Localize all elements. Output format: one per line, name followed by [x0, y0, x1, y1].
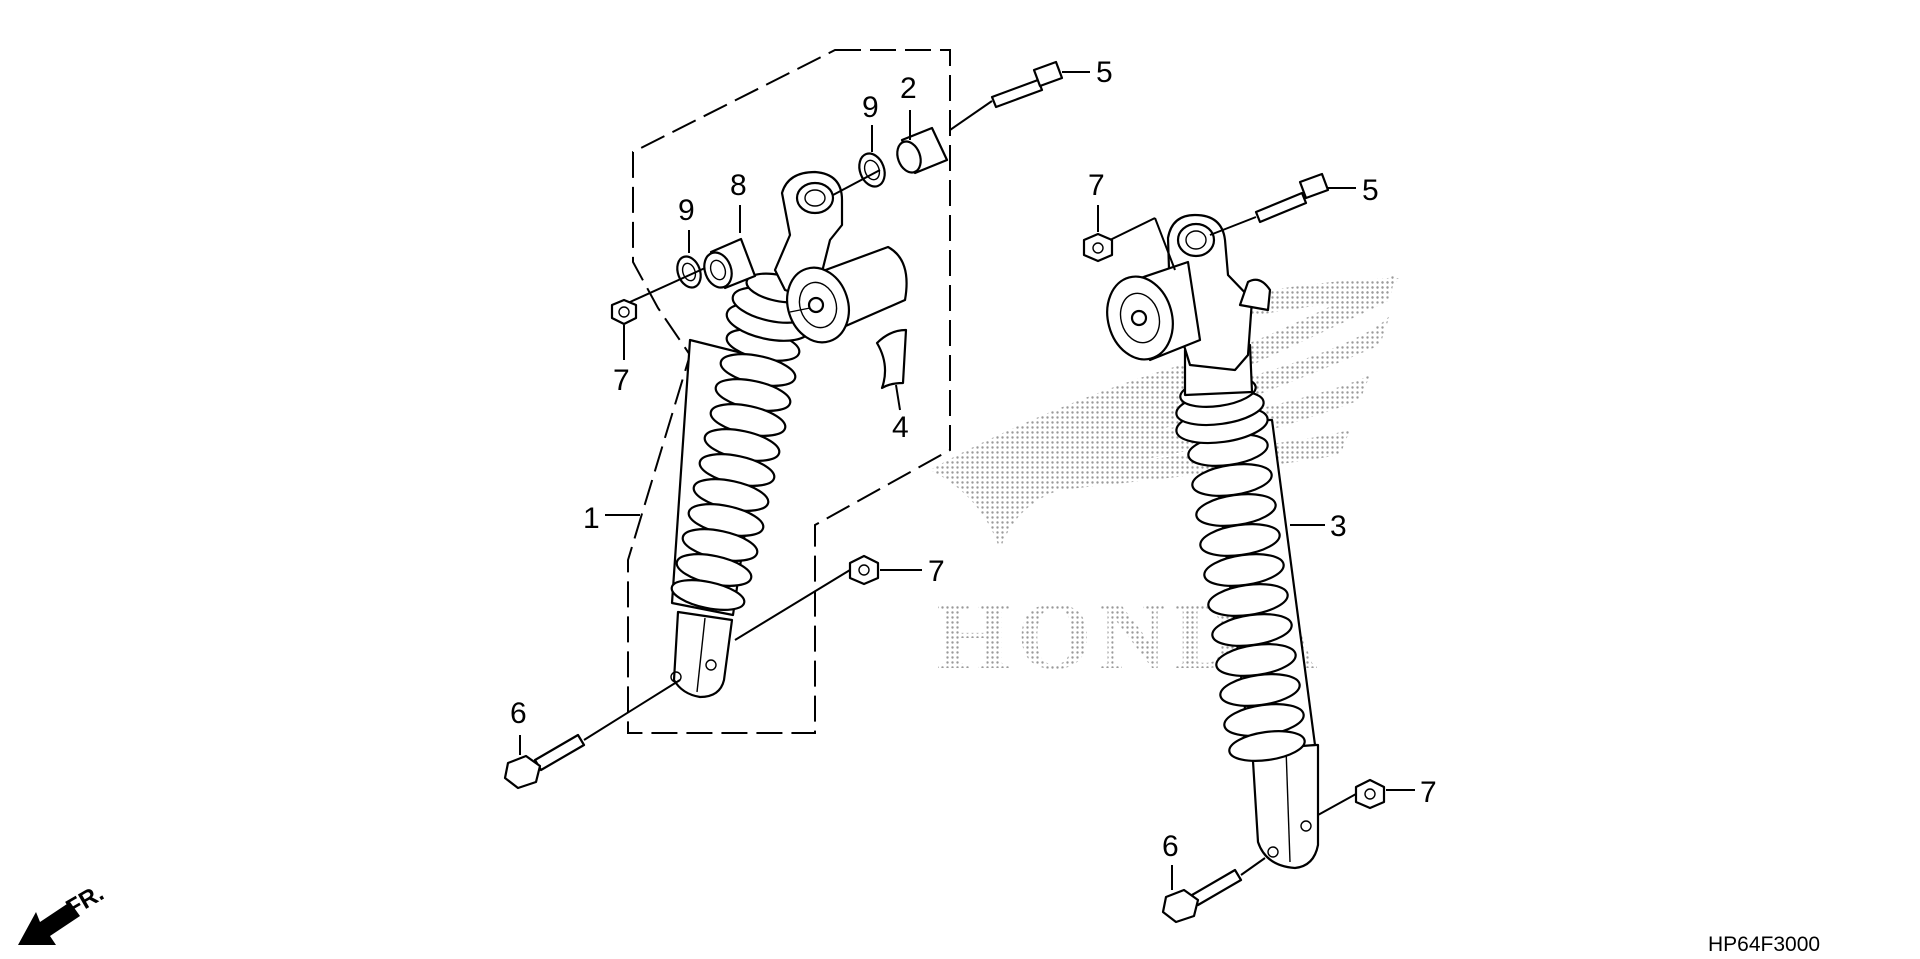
callout-7-top-left: 7: [613, 364, 630, 397]
part-4-label-sticker: [875, 328, 908, 390]
part-7-nut-middle: [848, 554, 880, 586]
part-2-collar: [896, 126, 949, 175]
callout-4: 4: [892, 411, 909, 444]
part-7-nut-right-bottom: [1354, 778, 1386, 810]
callout-6-left: 6: [510, 697, 527, 730]
callout-5-right: 5: [1362, 174, 1379, 207]
callout-2: 2: [900, 72, 917, 105]
part-7-nut-right-top: [1082, 232, 1114, 263]
front-direction-arrow: FR.: [18, 879, 108, 945]
callout-labels: 5 2 9 8 9 7 4 1 7 6 5 7 3 7 6: [510, 56, 1437, 863]
callout-8: 8: [730, 169, 747, 202]
leader-lines: [519, 71, 1415, 890]
callout-9-top: 9: [862, 91, 879, 124]
callout-7-middle: 7: [928, 555, 945, 588]
diagram-code: HP64F3000: [1708, 933, 1820, 956]
part-9-bearing-top: [858, 152, 886, 188]
callout-7-right-top: 7: [1088, 169, 1105, 202]
callout-1: 1: [583, 502, 600, 535]
shock-absorber-left: [670, 170, 908, 699]
part-9-bearing-left: [676, 255, 702, 289]
part-6-bolt-right: [1161, 868, 1243, 924]
callout-6-right: 6: [1162, 830, 1179, 863]
assembly-boundary: [627, 49, 951, 734]
part-8-collar: [703, 237, 757, 290]
coil-spring-left: [670, 328, 801, 611]
part-6-bolt-left: [503, 733, 586, 790]
callout-5-top: 5: [1096, 56, 1113, 89]
callout-3: 3: [1330, 510, 1347, 543]
part-7-nut-top-left: [610, 298, 638, 326]
callout-9-left: 9: [678, 194, 695, 227]
shock-absorber-right: [1106, 213, 1320, 870]
callout-7-right-bottom: 7: [1420, 776, 1437, 809]
part-5-bolt-top: [990, 60, 1064, 109]
part-5-bolt-right: [1254, 172, 1330, 224]
arrow-icon: [18, 902, 80, 945]
coil-spring-right: [1187, 433, 1306, 762]
